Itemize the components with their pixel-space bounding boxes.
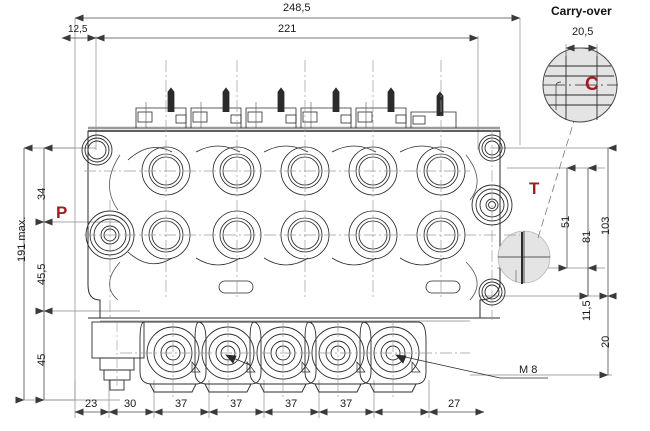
drain-plug bbox=[91, 321, 145, 391]
dim-section1-width: 30 bbox=[124, 398, 137, 410]
dim-carry-over-width: 20,5 bbox=[572, 26, 594, 38]
dim-inlet-width: 23 bbox=[85, 398, 98, 410]
detail-zone-marker bbox=[497, 230, 551, 284]
slot-features bbox=[218, 280, 461, 294]
dim-overall-length: 248,5 bbox=[283, 2, 311, 14]
thread-note-m8: M 8 bbox=[519, 364, 538, 376]
service-port-grid bbox=[141, 146, 466, 260]
dim-outlet-width: 27 bbox=[448, 398, 461, 410]
spool-actuator-group bbox=[88, 87, 500, 132]
dim-base-bottom-right: 20 bbox=[600, 335, 612, 348]
dim-left-offset: 12,5 bbox=[68, 24, 88, 35]
dim-section4-width: 37 bbox=[285, 398, 298, 410]
dim-top-to-p: 34 bbox=[36, 187, 48, 200]
dim-section2-width: 37 bbox=[175, 398, 188, 410]
dim-base-to-bottom: 45 bbox=[36, 353, 48, 366]
dim-t-to-bottom: 81 bbox=[581, 230, 593, 243]
carry-over-detail bbox=[542, 44, 618, 123]
dim-detail-to-base: 11,5 bbox=[581, 300, 593, 321]
dim-p-to-base: 45,5 bbox=[36, 263, 48, 285]
dim-body-length: 221 bbox=[278, 23, 297, 35]
detail-leader-line bbox=[537, 107, 579, 239]
body-ribs bbox=[109, 145, 478, 301]
carry-over-title: Carry-over bbox=[551, 4, 612, 18]
centre-lines bbox=[84, 60, 520, 400]
top-dimension-lines bbox=[61, 14, 521, 42]
mounting-bosses bbox=[81, 134, 506, 306]
port-label-p: P bbox=[56, 203, 68, 222]
dim-section5-width: 37 bbox=[340, 398, 353, 410]
port-label-t: T bbox=[529, 179, 540, 198]
dim-section3-width: 37 bbox=[230, 398, 243, 410]
left-dimension-lines bbox=[15, 144, 53, 404]
dim-overall-depth: 103 bbox=[600, 216, 612, 235]
m8-leader bbox=[225, 354, 548, 379]
dim-t-to-detail: 51 bbox=[560, 215, 572, 228]
right-dimension-lines bbox=[558, 144, 617, 379]
port-label-c: C bbox=[585, 74, 599, 95]
dim-overall-height-max: 191 max. bbox=[16, 216, 28, 262]
